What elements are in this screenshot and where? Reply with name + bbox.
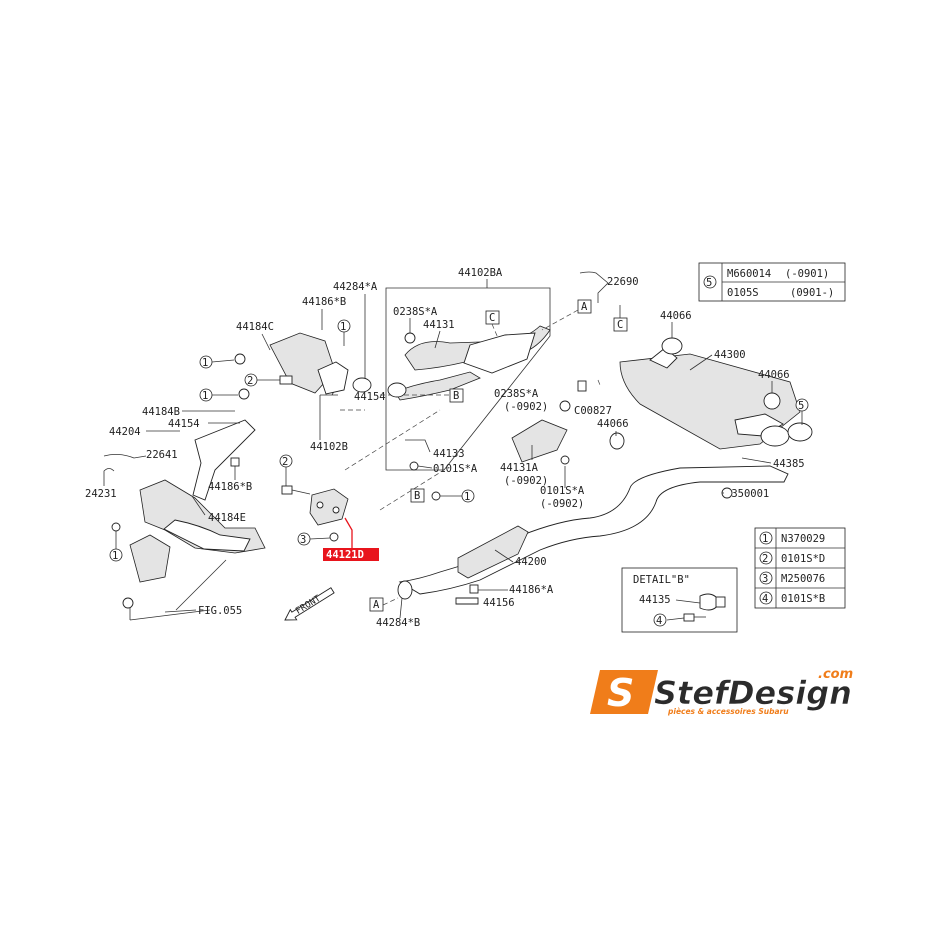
stefdesign-logo: S StefDesign .com pièces & accessoires S… xyxy=(590,667,853,716)
detail-b-box: DETAIL"B" 44135 4 xyxy=(621,567,738,633)
logo-tagline: pièces & accessoires Subaru xyxy=(667,707,789,716)
label-44154: 44154 xyxy=(168,418,200,430)
label-0101SA: 0101S*A xyxy=(433,463,478,475)
label-range: (-0902) xyxy=(504,401,548,413)
front-direction-arrow: FRONT xyxy=(284,587,335,621)
ref-3: 3 xyxy=(300,534,306,546)
legend-range: (-0901) xyxy=(785,268,829,280)
label-44066: 44066 xyxy=(597,418,629,430)
label-44131A: 44131A xyxy=(500,462,539,474)
detail-title: DETAIL"B" xyxy=(633,574,690,586)
label-0101SA: 0101S*A xyxy=(540,485,585,497)
label-44131: 44131 xyxy=(423,319,455,331)
ref-1: 1 xyxy=(112,550,118,562)
label-24231: 24231 xyxy=(85,488,117,500)
marker-B: B xyxy=(453,390,459,402)
label-44200: 44200 xyxy=(515,556,547,568)
legend-num: 5 xyxy=(706,277,712,289)
label-fig-055: FIG.055 xyxy=(198,605,242,617)
label-44184E: 44184E xyxy=(208,512,246,524)
ref-1: 1 xyxy=(464,491,470,503)
label-44184B: 44184B xyxy=(142,406,180,418)
label-0238SA: 0238S*A xyxy=(393,306,438,318)
label-44066: 44066 xyxy=(660,310,692,322)
bracket-44121D xyxy=(309,488,349,526)
ref-1: 1 xyxy=(202,390,208,402)
marker-B: B xyxy=(414,490,420,502)
label-22690: 22690 xyxy=(607,276,639,288)
label-44284B: 44284*B xyxy=(376,617,420,629)
label-44154: 44154 xyxy=(354,391,386,403)
legend-code: 0101S*D xyxy=(781,553,825,565)
label-range: (-0902) xyxy=(504,475,548,487)
legend-refs-1-4: 1 2 3 4 N370029 0101S*D M250076 0101S*B xyxy=(754,527,846,609)
legend-range: (0901-) xyxy=(790,287,834,299)
heat-shield-44131A xyxy=(511,419,568,463)
label-44300: 44300 xyxy=(714,349,746,361)
label-44156: 44156 xyxy=(483,597,515,609)
label-44121D: 44121D xyxy=(326,549,364,561)
label-44284A: 44284*A xyxy=(333,281,378,293)
detail-part-label: 44135 xyxy=(639,594,671,606)
legend-code: M660014 xyxy=(727,268,771,280)
exhaust-manifold-left xyxy=(129,332,407,583)
legend-ref-5: 5 M660014 (-0901) 0105S (0901-) xyxy=(698,262,846,302)
assembly-44102BA-box: 44102BA xyxy=(385,267,551,471)
marker-A: A xyxy=(581,301,588,313)
label-44186B: 44186*B xyxy=(208,481,252,493)
highlight-44121D xyxy=(323,548,379,561)
ref-1: 1 xyxy=(340,321,346,333)
label-22641: 22641 xyxy=(146,449,178,461)
label-44204: 44204 xyxy=(109,426,141,438)
marker-A: A xyxy=(373,599,380,611)
marker-C: C xyxy=(617,319,623,331)
legend-num: 1 xyxy=(762,533,768,545)
logo-tld: .com xyxy=(818,667,853,682)
label-44066: 44066 xyxy=(758,369,790,381)
front-pipe-assembly: 44131 xyxy=(394,319,551,401)
center-pipe-44200 xyxy=(397,465,789,600)
label-N350001: N350001 xyxy=(725,488,769,500)
marker-C: C xyxy=(489,312,495,324)
legend-code: M250076 xyxy=(781,573,825,585)
ref-2: 2 xyxy=(282,456,288,468)
legend-code: 0101S*B xyxy=(781,593,825,605)
logo-mark: S xyxy=(607,671,634,715)
label-44186A: 44186*A xyxy=(509,584,554,596)
legend-code: N370029 xyxy=(781,533,825,545)
front-label: FRONT xyxy=(294,594,323,617)
legend-num: 2 xyxy=(762,553,768,565)
rear-muffler-44300 xyxy=(609,337,813,450)
label-44102B: 44102B xyxy=(310,441,348,453)
label-44184C: 44184C xyxy=(236,321,274,333)
ref-1: 1 xyxy=(202,357,208,369)
ref-5: 5 xyxy=(798,400,804,412)
label-44186B: 44186*B xyxy=(302,296,346,308)
legend-num: 3 xyxy=(762,573,768,585)
label-0238SA: 0238S*A xyxy=(494,388,539,400)
label-44102BA: 44102BA xyxy=(458,267,503,279)
legend-num: 4 xyxy=(762,593,768,605)
label-C00827: C00827 xyxy=(574,405,612,417)
label-range: (-0902) xyxy=(540,498,584,510)
detail-num: 4 xyxy=(656,615,662,627)
label-44385: 44385 xyxy=(773,458,805,470)
logo-name: StefDesign xyxy=(654,674,852,712)
ref-2: 2 xyxy=(247,375,253,387)
label-44133: 44133 xyxy=(433,448,465,460)
legend-code: 0105S xyxy=(727,287,759,299)
